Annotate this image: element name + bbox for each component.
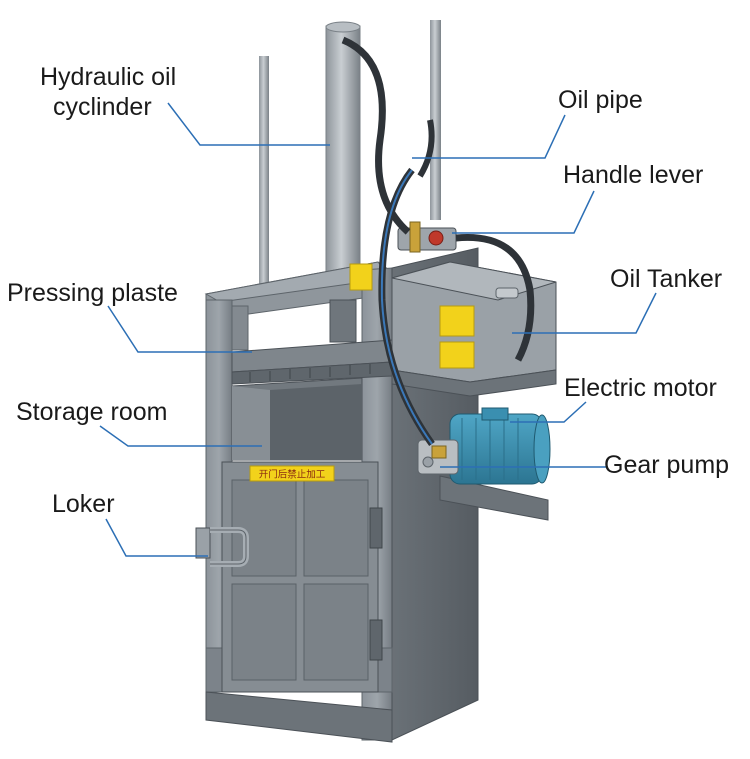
hydraulic-cylinder xyxy=(325,21,361,273)
leader-handle-lever xyxy=(452,190,595,234)
guide-rod-right xyxy=(430,20,441,220)
label-hydraulic-line-2: cyclinder xyxy=(53,93,152,121)
leader-pressing-plate xyxy=(107,305,252,353)
pressing-plate xyxy=(231,299,393,385)
motor-mount xyxy=(439,475,549,521)
front-door xyxy=(221,461,383,693)
electric-motor xyxy=(449,407,551,485)
label-electric-motor: Electric motor xyxy=(564,374,717,402)
leader-hydraulic xyxy=(167,102,330,146)
top-warning-label xyxy=(349,263,373,291)
warning-sign: 开门后禁止加工 xyxy=(249,465,335,482)
leader-locker xyxy=(105,518,208,557)
warning-sign-text: 开门后禁止加工 xyxy=(259,469,326,481)
label-oil-pipe: Oil pipe xyxy=(558,86,643,114)
oil-pipes xyxy=(341,36,535,447)
label-oil-tanker: Oil Tanker xyxy=(610,265,723,293)
storage-room xyxy=(231,377,363,461)
leader-lines xyxy=(99,102,657,557)
label-locker: Loker xyxy=(52,490,115,518)
leader-oil-tanker xyxy=(512,292,657,334)
label-handle-lever: Handle lever xyxy=(563,161,704,189)
leader-storage-room xyxy=(99,425,262,447)
label-pressing-plate: Pressing plaste xyxy=(7,279,178,307)
label-hydraulic-oil-cylinder: Hydraulic oil cyclinder xyxy=(40,62,176,122)
label-storage-room: Storage room xyxy=(16,398,168,426)
leader-oil-pipe xyxy=(412,114,566,159)
gear-pump xyxy=(417,439,459,475)
oil-tank xyxy=(391,261,557,397)
leader-electric-motor xyxy=(510,401,587,423)
locker-handle xyxy=(195,527,249,567)
label-gear-pump: Gear pump xyxy=(604,451,730,479)
guide-rod-left xyxy=(259,56,269,286)
handle-lever-valve xyxy=(397,221,457,253)
label-hydraulic-line-1: Hydraulic oil xyxy=(40,63,177,91)
